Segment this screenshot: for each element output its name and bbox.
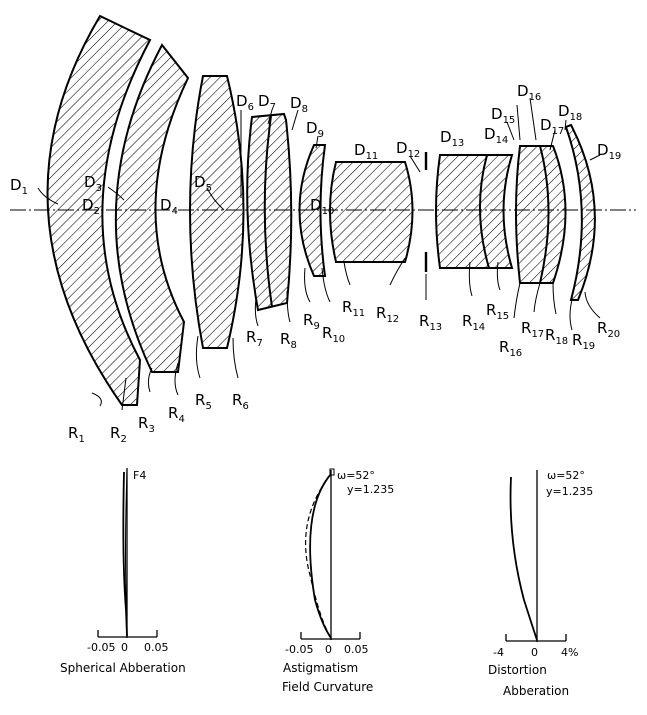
label-d16: D16 xyxy=(517,82,541,103)
astigmatism-caption: Astigmatism xyxy=(283,661,358,675)
distortion-tick-pos: 4% xyxy=(561,646,578,659)
label-d7: D7 xyxy=(258,92,276,113)
distortion-curve xyxy=(509,476,538,641)
label-r5: R5 xyxy=(195,391,212,412)
label-r2: R2 xyxy=(110,424,127,445)
label-r20: R20 xyxy=(597,319,620,340)
lens-element-5 xyxy=(298,144,327,277)
thickness-labels: D1 D2 D3 D4 D5 D6 D7 D8 D9 D10 D11 D12 D… xyxy=(10,82,621,217)
label-r7: R7 xyxy=(246,328,263,349)
lens-element-1 xyxy=(46,14,152,406)
spherical-curve xyxy=(122,471,128,637)
label-r9: R9 xyxy=(303,311,320,332)
lens-elements xyxy=(46,14,596,406)
field-curvature-caption: Field Curvature xyxy=(282,680,373,694)
lens-element-7 xyxy=(435,154,514,269)
lens-element-6 xyxy=(329,161,414,263)
label-r3: R3 xyxy=(138,414,155,435)
distortion-tick-neg: -4 xyxy=(493,646,504,659)
radius-labels: R1 R2 R3 R4 R5 R6 R7 R8 R9 R10 R11 R12 R… xyxy=(68,298,620,445)
spherical-curve-secondary xyxy=(125,469,128,621)
distortion-caption: Distortion xyxy=(488,663,547,677)
label-r17: R17 xyxy=(521,319,544,340)
sagittal-curve xyxy=(309,473,332,639)
astigmatism-tick-neg: -0.05 xyxy=(285,643,313,656)
label-d4: D4 xyxy=(160,196,178,217)
lens-element-3 xyxy=(189,75,245,349)
distortion-caption-2: Abberation xyxy=(503,684,569,698)
label-d2: D2 xyxy=(82,196,100,217)
spherical-caption: Spherical Abberation xyxy=(60,661,186,675)
astigmatism-tick-zero: 0 xyxy=(325,643,332,656)
label-d5: D5 xyxy=(194,173,212,194)
spherical-tick-pos: 0.05 xyxy=(144,641,169,654)
label-d6: D6 xyxy=(236,92,254,113)
distortion-note-angle: ω=52° xyxy=(547,469,585,482)
label-d3: D3 xyxy=(84,173,102,194)
spherical-note: F4 xyxy=(133,469,146,482)
spherical-aberration-plot xyxy=(97,468,158,638)
label-r8: R8 xyxy=(280,330,297,351)
astigmatism-plot xyxy=(300,468,361,640)
label-d14: D14 xyxy=(484,125,508,146)
label-d18: D18 xyxy=(558,102,582,123)
label-d17: D17 xyxy=(540,116,564,137)
meridional-curve xyxy=(305,473,332,639)
label-d13: D13 xyxy=(440,128,464,149)
label-r16: R16 xyxy=(499,338,522,359)
distortion-plot xyxy=(505,470,567,642)
label-r6: R6 xyxy=(232,391,249,412)
astigmatism-note-height: y=1.235 xyxy=(347,483,394,496)
label-d10: D10 xyxy=(310,196,334,217)
label-d1: D1 xyxy=(10,176,28,197)
label-r14: R14 xyxy=(462,312,485,333)
lens-element-7-interface xyxy=(478,154,490,269)
label-d8: D8 xyxy=(290,94,308,115)
distortion-tick-zero: 0 xyxy=(531,646,538,659)
label-r11: R11 xyxy=(342,298,365,319)
label-r15: R15 xyxy=(486,301,509,322)
label-r12: R12 xyxy=(376,304,399,325)
leader-lines xyxy=(37,97,601,411)
label-r13: R13 xyxy=(419,312,442,333)
label-r19: R19 xyxy=(572,331,595,352)
lens-element-2 xyxy=(114,43,190,373)
distortion-note-height: y=1.235 xyxy=(546,485,593,498)
astigmatism-note-angle: ω=52° xyxy=(337,469,375,482)
spherical-tick-zero: 0 xyxy=(121,641,128,654)
label-r1: R1 xyxy=(68,424,85,445)
label-d12: D12 xyxy=(396,139,420,160)
label-d9: D9 xyxy=(306,119,324,140)
label-d15: D15 xyxy=(491,105,515,126)
label-r18: R18 xyxy=(545,326,568,347)
lens-element-8-interface xyxy=(539,145,550,284)
label-r4: R4 xyxy=(168,404,185,425)
lens-element-9 xyxy=(564,123,596,301)
label-d11: D11 xyxy=(354,141,378,162)
lens-element-4-interface xyxy=(263,115,273,308)
label-r10: R10 xyxy=(322,324,345,345)
astigmatism-tick-pos: 0.05 xyxy=(344,643,369,656)
spherical-tick-neg: -0.05 xyxy=(87,641,115,654)
lens-element-8 xyxy=(515,145,567,284)
label-d19: D19 xyxy=(597,141,621,162)
